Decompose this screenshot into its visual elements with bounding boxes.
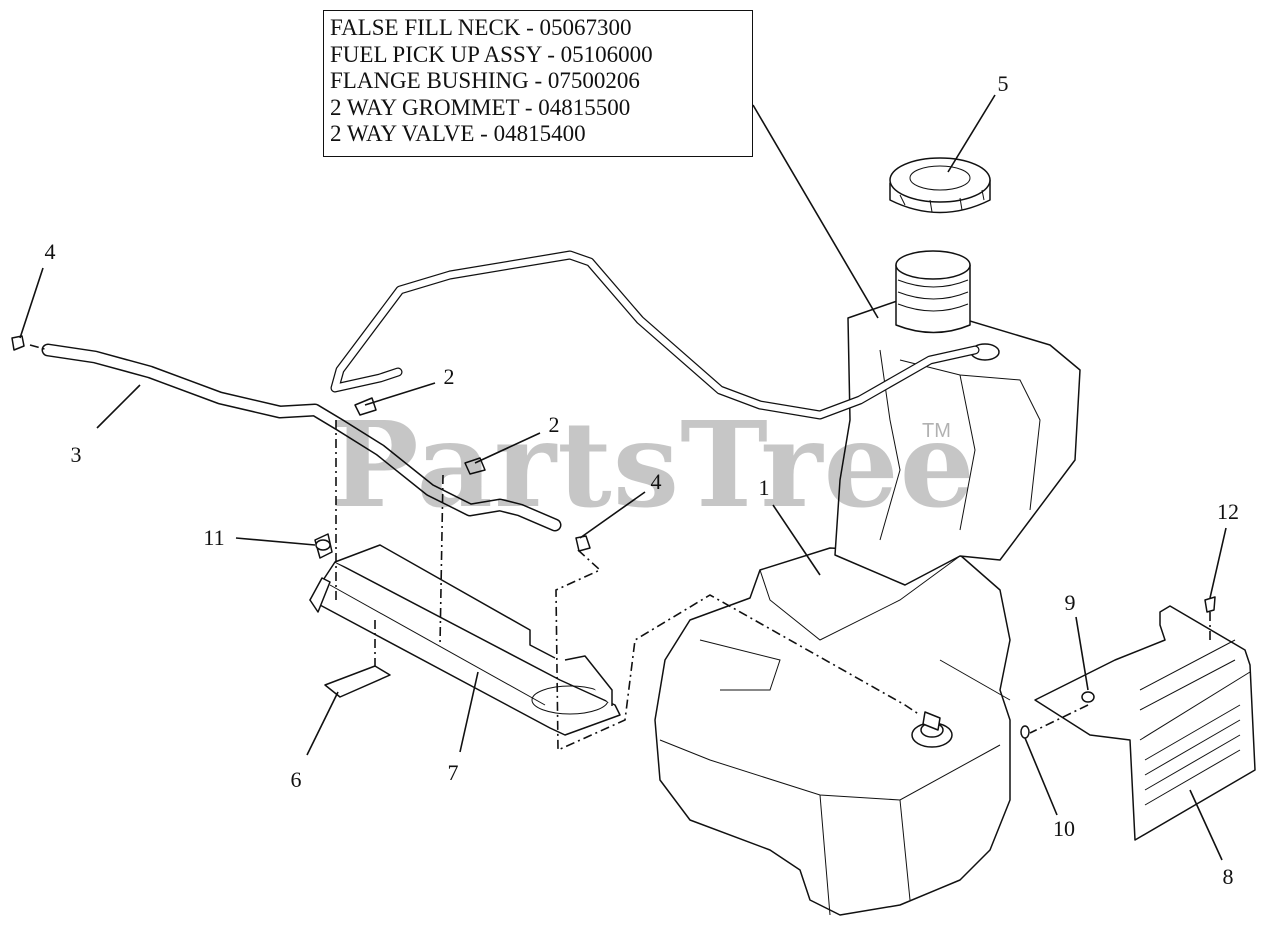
o-ring[interactable]	[1020, 725, 1030, 739]
foam-pad[interactable]	[324, 665, 391, 698]
fuel-line[interactable]	[41, 343, 562, 532]
fuel-tank[interactable]	[654, 250, 1081, 916]
callout-11[interactable]: 11	[203, 525, 225, 550]
hose-clip-upper[interactable]	[354, 397, 377, 416]
callout-7[interactable]: 7	[447, 760, 459, 785]
legend-line: 2 WAY GROMMET - 04815500	[330, 94, 631, 120]
grommet[interactable]	[1081, 691, 1095, 703]
hose-fitting[interactable]	[314, 533, 333, 559]
callout-4-right[interactable]: 4	[650, 469, 662, 494]
callout-9[interactable]: 9	[1064, 590, 1076, 615]
callout-3[interactable]: 3	[70, 442, 82, 467]
fuel-cap[interactable]	[889, 157, 991, 214]
callout-5[interactable]: 5	[997, 71, 1009, 96]
callout-1[interactable]: 1	[758, 475, 770, 500]
hose-clamp-right[interactable]	[575, 535, 591, 552]
callout-8[interactable]: 8	[1222, 864, 1234, 889]
callout-4-left[interactable]: 4	[44, 239, 56, 264]
heat-shield[interactable]	[1034, 605, 1256, 841]
parts-legend: FALSE FILL NECK - 05067300 FUEL PICK UP …	[323, 10, 753, 157]
callout-2-upper[interactable]: 2	[443, 364, 455, 389]
trademark-symbol: TM	[922, 420, 951, 442]
callout-6[interactable]: 6	[290, 767, 302, 792]
legend-line: 2 WAY VALVE - 04815400	[330, 121, 586, 146]
hose-clip-lower[interactable]	[464, 457, 486, 475]
legend-line: FUEL PICK UP ASSY - 05106000	[330, 41, 653, 67]
heat-shield-slots	[1139, 639, 1241, 806]
watermark-text: PartsTree	[330, 395, 976, 534]
hose-clamp-left[interactable]	[11, 335, 25, 351]
legend-line: FLANGE BUSHING - 07500206	[330, 68, 640, 93]
vent-hose[interactable]	[330, 250, 980, 420]
screw[interactable]	[1204, 596, 1216, 613]
callout-2-lower[interactable]: 2	[548, 412, 560, 437]
callout-12[interactable]: 12	[1217, 499, 1239, 524]
legend-line: FALSE FILL NECK - 05067300	[330, 15, 632, 40]
leader-lines	[19, 94, 1227, 861]
callout-10[interactable]: 10	[1053, 816, 1075, 841]
watermark: PartsTree	[330, 395, 976, 534]
tank-bracket[interactable]	[309, 544, 621, 736]
assembly-lines	[29, 344, 1211, 752]
